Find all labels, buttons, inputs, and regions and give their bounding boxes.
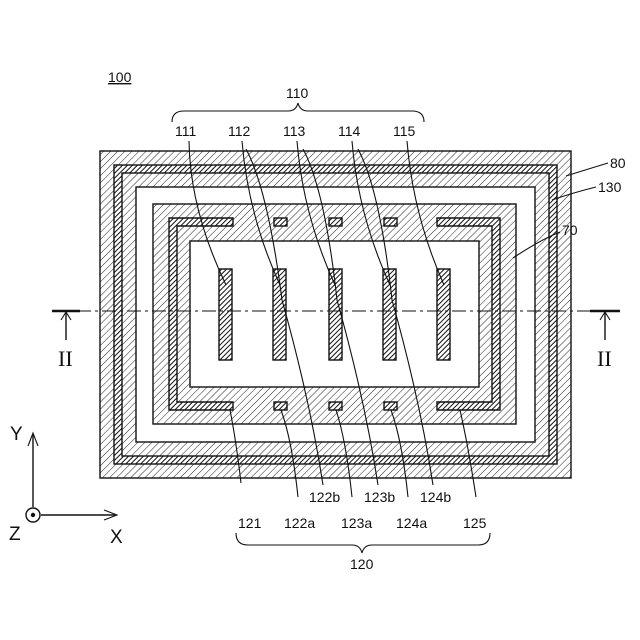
label-123a: 123a xyxy=(341,515,372,531)
label-121: 121 xyxy=(238,515,262,531)
label-130: 130 xyxy=(598,179,622,195)
figure-label: 100 xyxy=(108,69,132,85)
label-124b: 124b xyxy=(420,489,451,505)
label-122b: 122b xyxy=(309,489,340,505)
group-label-110: 110 xyxy=(286,85,309,101)
label-80: 80 xyxy=(610,155,626,171)
label-125: 125 xyxy=(463,515,487,531)
axis-z-label: Z xyxy=(9,524,21,545)
label-123b: 123b xyxy=(364,489,395,505)
top-labels: 111 112 113 114 115 xyxy=(175,123,416,139)
section-label-left: II xyxy=(58,346,73,371)
group-label-120: 120 xyxy=(350,556,374,572)
label-114: 114 xyxy=(338,123,361,139)
bottom-brace: 120 xyxy=(236,533,490,572)
electrode-111 xyxy=(219,269,232,360)
label-113: 113 xyxy=(283,123,306,139)
axis-x-label: X xyxy=(110,527,123,548)
axis-y-label: Y xyxy=(10,424,23,445)
label-111: 111 xyxy=(175,123,196,139)
section-label-right: II xyxy=(597,346,612,371)
label-112: 112 xyxy=(228,123,251,139)
label-124a: 124a xyxy=(396,515,427,531)
bottom-labels: 122b 123b 124b 121 122a 123a 124a 125 xyxy=(238,489,487,531)
label-122a: 122a xyxy=(284,515,315,531)
label-70: 70 xyxy=(562,222,578,238)
top-brace: 110 xyxy=(172,85,424,122)
label-115: 115 xyxy=(393,123,416,139)
